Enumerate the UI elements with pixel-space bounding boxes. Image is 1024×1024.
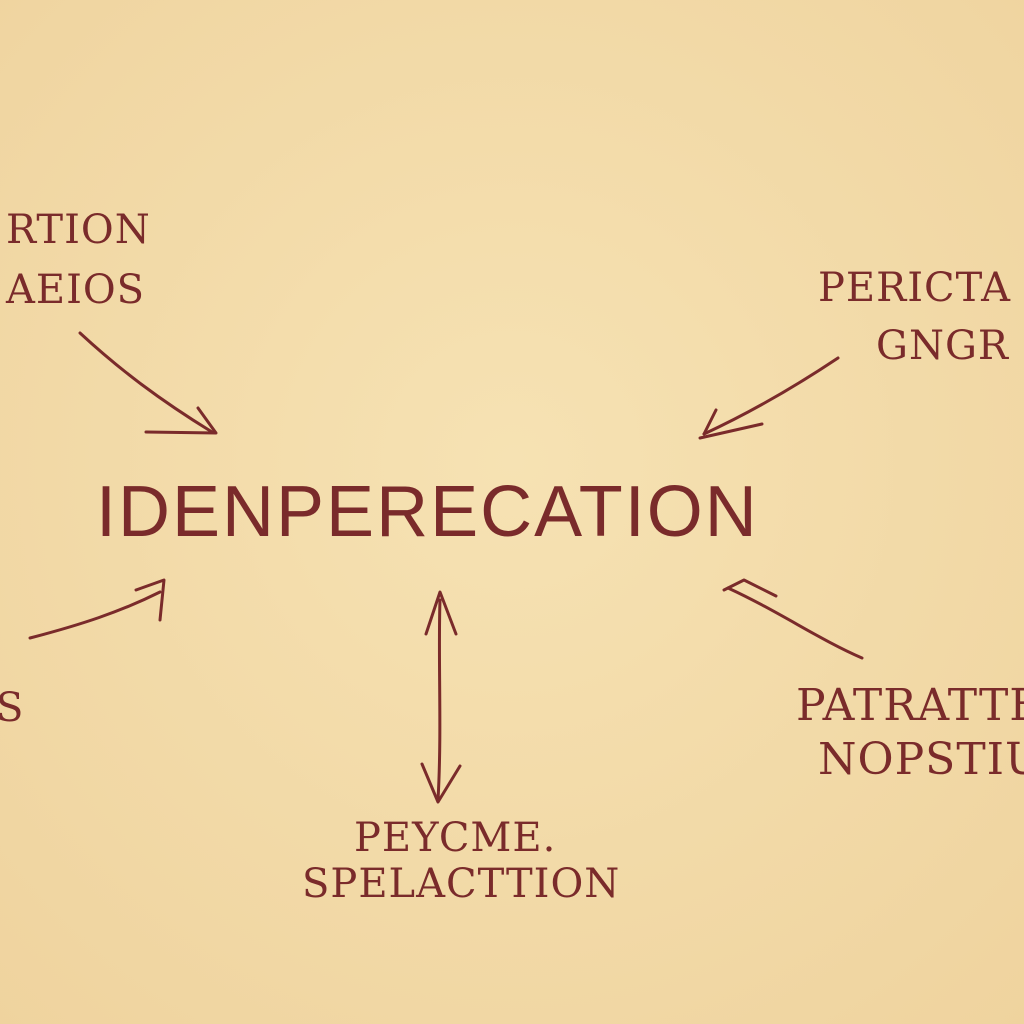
- arrow-top-right-to-center: [698, 356, 840, 440]
- bottom-right-node-line2: NOPSTIU: [818, 734, 1024, 785]
- bottom-right-node-line1: PATRATTE: [796, 680, 1024, 731]
- left-edge-node-label: S: [0, 688, 24, 728]
- top-right-node-label: PERICTA GNGR: [818, 268, 1011, 366]
- arrow-bottom-right-to-center: [722, 578, 864, 660]
- arrow-top-left-to-center: [78, 331, 218, 435]
- center-concept-label: IDENPERECATION: [96, 476, 759, 548]
- left-edge-node-text: S: [0, 685, 25, 731]
- top-right-node-line2: GNGR: [876, 323, 1010, 369]
- bottom-node-line1: PEYCME.: [354, 815, 557, 861]
- arrow-center-bottom-bidirectional: [420, 590, 462, 804]
- arrow-left-to-center: [28, 578, 166, 640]
- bottom-node-label: PEYCME. SPELACTTION: [302, 818, 620, 904]
- bottom-node-line2: SPELACTTION: [302, 861, 621, 907]
- center-concept-text: IDENPERECATION: [96, 472, 759, 552]
- top-right-node-line1: PERICTA: [818, 265, 1012, 311]
- top-left-node-line2: AEIOS: [6, 267, 146, 313]
- top-left-node-line1: RTION: [6, 207, 151, 253]
- bottom-right-node-label: PATRATTE NOPSTIU: [796, 684, 1024, 782]
- top-left-node-label: RTION AEIOS: [6, 210, 151, 310]
